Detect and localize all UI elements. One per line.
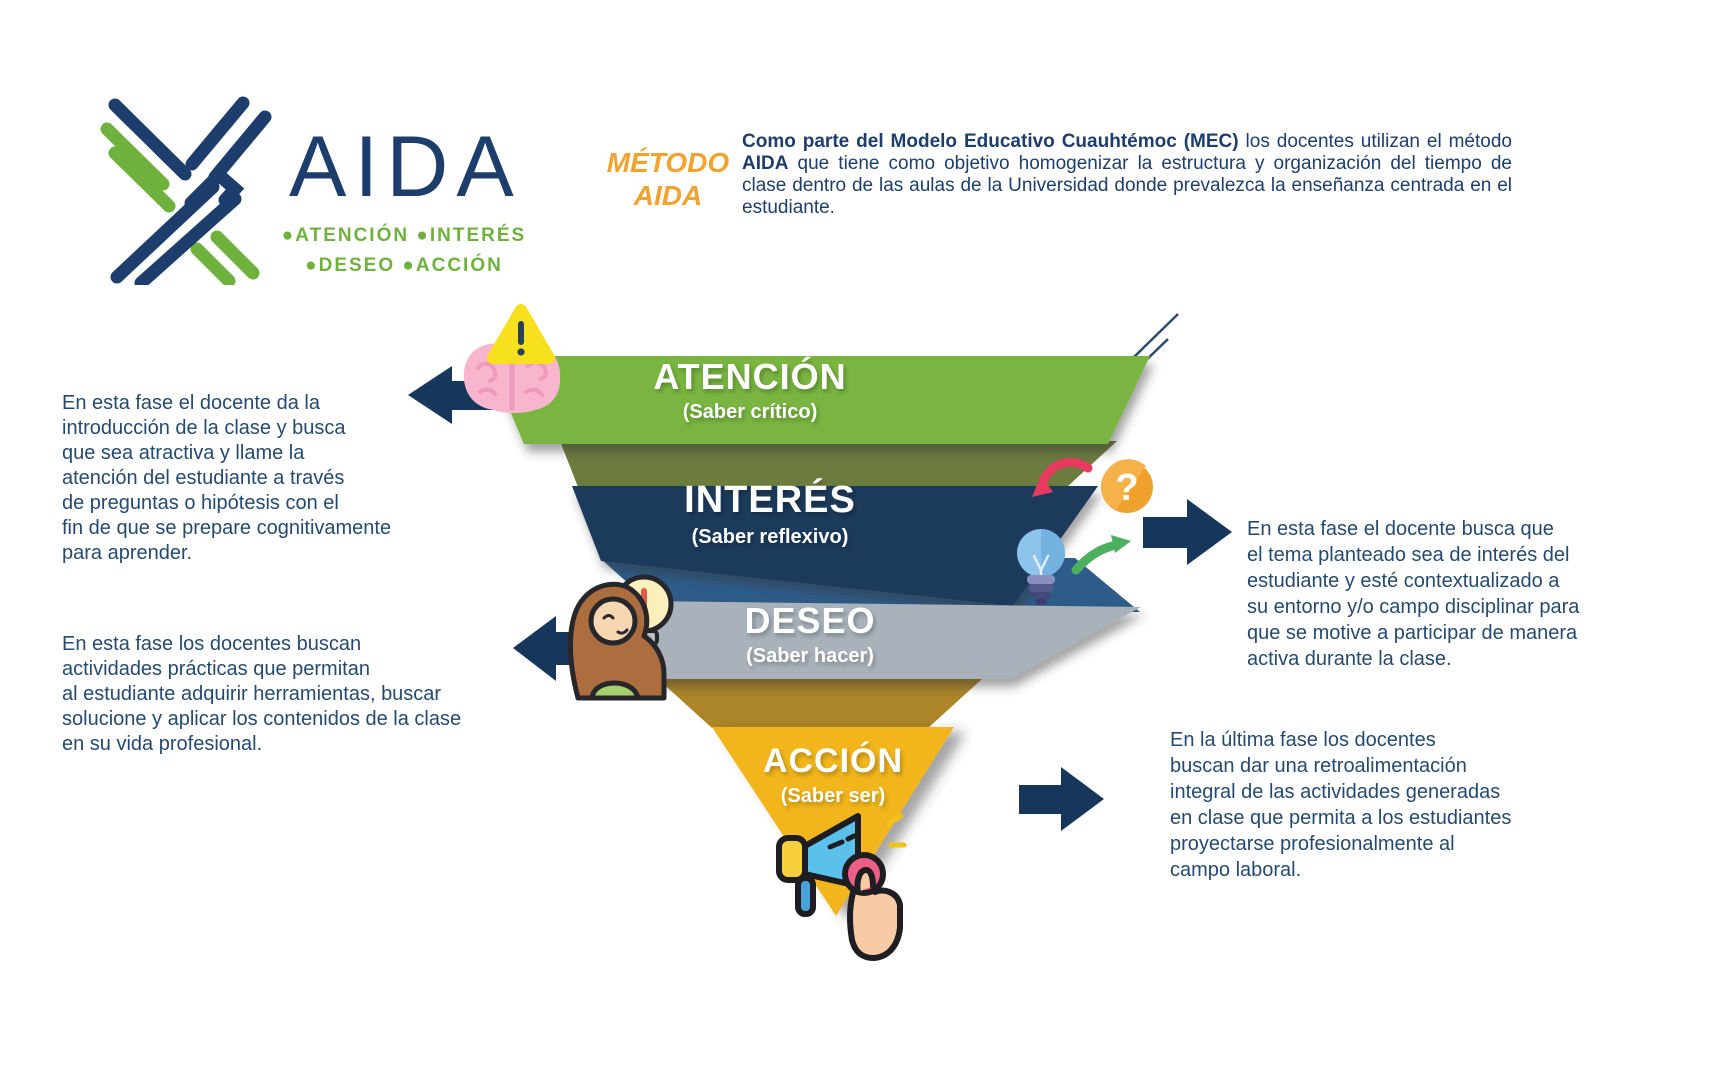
intro-bold-aida: AIDA xyxy=(742,153,789,174)
stage-label-atencion: ATENCIÓN (Saber crítico) xyxy=(555,358,945,424)
question-mark-icon: ? xyxy=(1101,459,1153,513)
arrow-right-interes xyxy=(1143,499,1232,565)
method-title-line1: MÉTODO xyxy=(606,147,730,178)
intro-paragraph: Como parte del Modelo Educativo Cuauhtém… xyxy=(742,131,1512,219)
arrow-left-atencion xyxy=(408,366,498,424)
stage-subtitle-accion: (Saber ser) xyxy=(780,784,886,807)
stage-label-deseo: DESEO (Saber hacer) xyxy=(615,602,1005,668)
description-atencion: En esta fase el docente da la introducci… xyxy=(62,392,392,564)
stage-title-accion: ACCIÓN xyxy=(762,742,904,780)
stage-label-accion: ACCIÓN (Saber ser) xyxy=(638,742,1028,808)
intro-text-1: los docentes utilizan el método xyxy=(1238,131,1512,152)
stage-subtitle-atencion: (Saber crítico) xyxy=(682,400,818,423)
megaphone-hand-icon xyxy=(776,790,907,961)
funnel-stage-interes-shape xyxy=(572,486,1098,606)
intro-text-2: que tiene como objetivo homogenizar la e… xyxy=(742,153,1512,218)
red-curved-arrow-icon xyxy=(1032,457,1093,497)
stage-subtitle-interes: (Saber reflexivo) xyxy=(691,525,849,548)
funnel-stage-atencion-shape xyxy=(487,356,1150,444)
funnel-stage-deseo-shape xyxy=(644,601,1141,679)
method-title-line2: AIDA xyxy=(633,180,703,211)
stage-subtitle-deseo: (Saber hacer) xyxy=(746,644,874,667)
green-curved-arrow-icon xyxy=(1071,535,1131,575)
brand-tagline: ●ATENCIÓN ●INTERÉS ●DESEO ●ACCIÓN xyxy=(281,225,527,276)
brand-wordmark: AIDA xyxy=(289,119,522,215)
description-deseo: En esta fase los docentes buscan activid… xyxy=(62,633,462,755)
svg-text:?: ? xyxy=(1115,467,1138,509)
funnel-stage-accion-shape xyxy=(712,727,954,916)
stage-title-interes: INTERÉS xyxy=(684,479,856,521)
brain-warning-icon xyxy=(463,304,561,413)
description-interes: En esta fase el docente busca que el tem… xyxy=(1247,518,1580,670)
connector-atencion-interes xyxy=(560,441,1117,487)
intro-bold-mec: Como parte del Modelo Educativo Cuauhtém… xyxy=(742,131,1239,152)
stage-label-interes: INTERÉS (Saber reflexivo) xyxy=(575,479,965,549)
lightbulb-icon xyxy=(1017,529,1065,605)
brand-logo-mark xyxy=(100,96,272,285)
connector-deseo-accion xyxy=(658,679,982,728)
description-accion: En la última fase los docentes buscan da… xyxy=(1170,729,1512,881)
arrow-right-accion xyxy=(1019,767,1104,831)
stage-title-deseo: DESEO xyxy=(744,600,876,641)
person-idea-plug-icon xyxy=(567,574,674,701)
method-title: MÉTODO AIDA xyxy=(586,146,750,212)
stage-title-atencion: ATENCIÓN xyxy=(653,356,847,397)
